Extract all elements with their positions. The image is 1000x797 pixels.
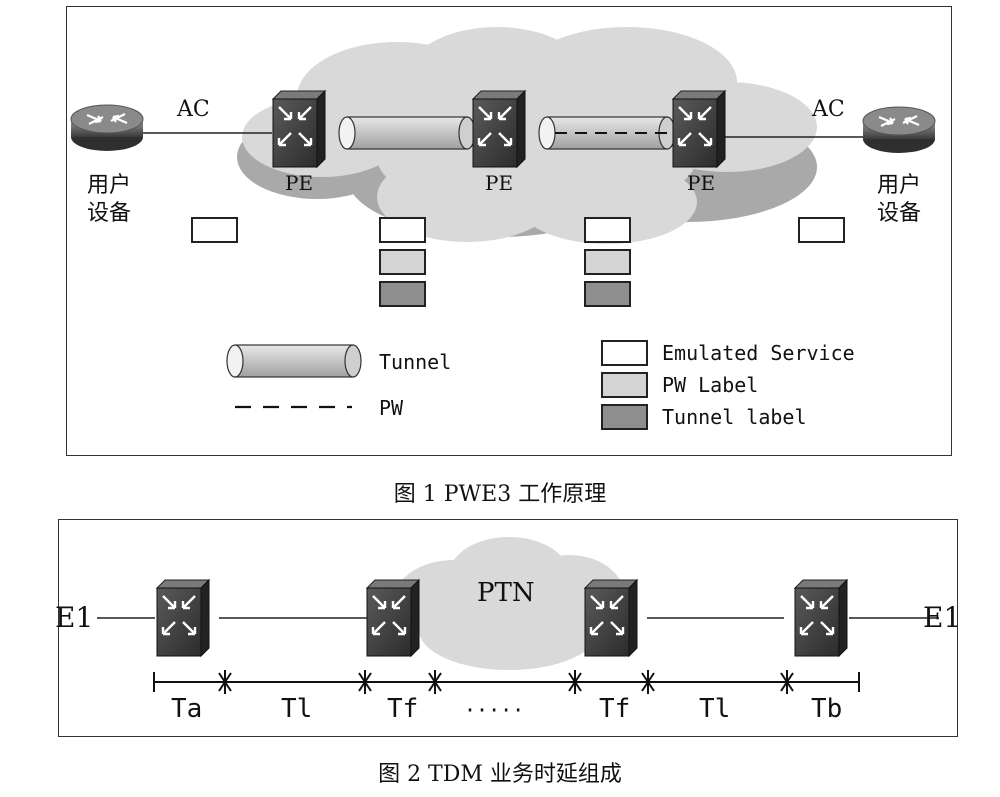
legend-pw-text: PW [379, 396, 404, 420]
pe-label-2: PE [485, 171, 514, 195]
legend-tunnel-icon [226, 344, 362, 378]
pe-switch-icon [583, 578, 639, 658]
emulated-service-box [798, 217, 845, 243]
tunnel-icon [538, 116, 676, 150]
ptn-label: PTN [477, 578, 535, 608]
user-device-left-line2: 设备 [87, 201, 132, 226]
legend-tunnel-text: Tunnel [379, 350, 452, 374]
router-icon [69, 103, 145, 153]
pe-label-3: PE [687, 171, 716, 195]
emulated-service-box [379, 217, 426, 243]
legend-emulated-service-swatch [601, 340, 648, 366]
pe-switch-icon [365, 578, 421, 658]
legend-pw-label-text: PW Label [662, 373, 759, 397]
figure-1-canvas [69, 27, 937, 430]
legend-tunnel-label-swatch [601, 404, 648, 430]
e1-label-right: E1 [923, 601, 962, 634]
pe-label-1: PE [285, 171, 314, 195]
timeline-tf-1: Tf [387, 694, 419, 724]
figure-2-caption: 图 2 TDM 业务时延组成 [378, 762, 622, 787]
timeline-ellipsis: ····· [464, 698, 525, 722]
emulated-service-box [584, 217, 631, 243]
timeline-tl-1: Tl [281, 694, 313, 724]
user-device-right-line2: 设备 [877, 201, 922, 226]
pw-label-box [379, 249, 426, 275]
router-icon [861, 105, 937, 155]
timeline-ta: Ta [171, 694, 203, 724]
ac-label-right: AC [812, 97, 845, 122]
legend-emulated-service-text: Emulated Service [662, 341, 855, 365]
user-device-left-line1: 用户 [87, 173, 132, 198]
pe-switch-icon [471, 89, 527, 169]
timeline-tf-2: Tf [599, 694, 631, 724]
ac-label-left: AC [177, 97, 210, 122]
figure-2-canvas [97, 537, 939, 694]
emulated-service-box [191, 217, 238, 243]
pw-label-box [584, 249, 631, 275]
figure-2-frame: E1 E1 PTN Ta Tl Tf ····· Tf Tl Tb [55, 519, 962, 737]
legend-pw-label-swatch [601, 372, 648, 398]
figure-1-frame: AC AC 用户 设备 用户 设备 PE PE PE Tunnel PW Emu… [66, 6, 952, 456]
tunnel-label-box [584, 281, 631, 307]
user-device-right-line1: 用户 [877, 173, 922, 198]
pe-switch-icon [155, 578, 211, 658]
pe-switch-icon [793, 578, 849, 658]
figure-1-caption: 图 1 PWE3 工作原理 [393, 482, 607, 507]
timeline-tl-2: Tl [699, 694, 731, 724]
tunnel-label-box [379, 281, 426, 307]
pe-switch-icon [671, 89, 727, 169]
timeline-tick [218, 670, 794, 694]
pe-switch-icon [271, 89, 327, 169]
tunnel-icon [338, 116, 476, 150]
legend-tunnel-label-text: Tunnel label [662, 405, 807, 429]
e1-label-left: E1 [55, 601, 94, 634]
timeline-tb: Tb [811, 694, 843, 724]
delay-timeline [153, 670, 860, 694]
